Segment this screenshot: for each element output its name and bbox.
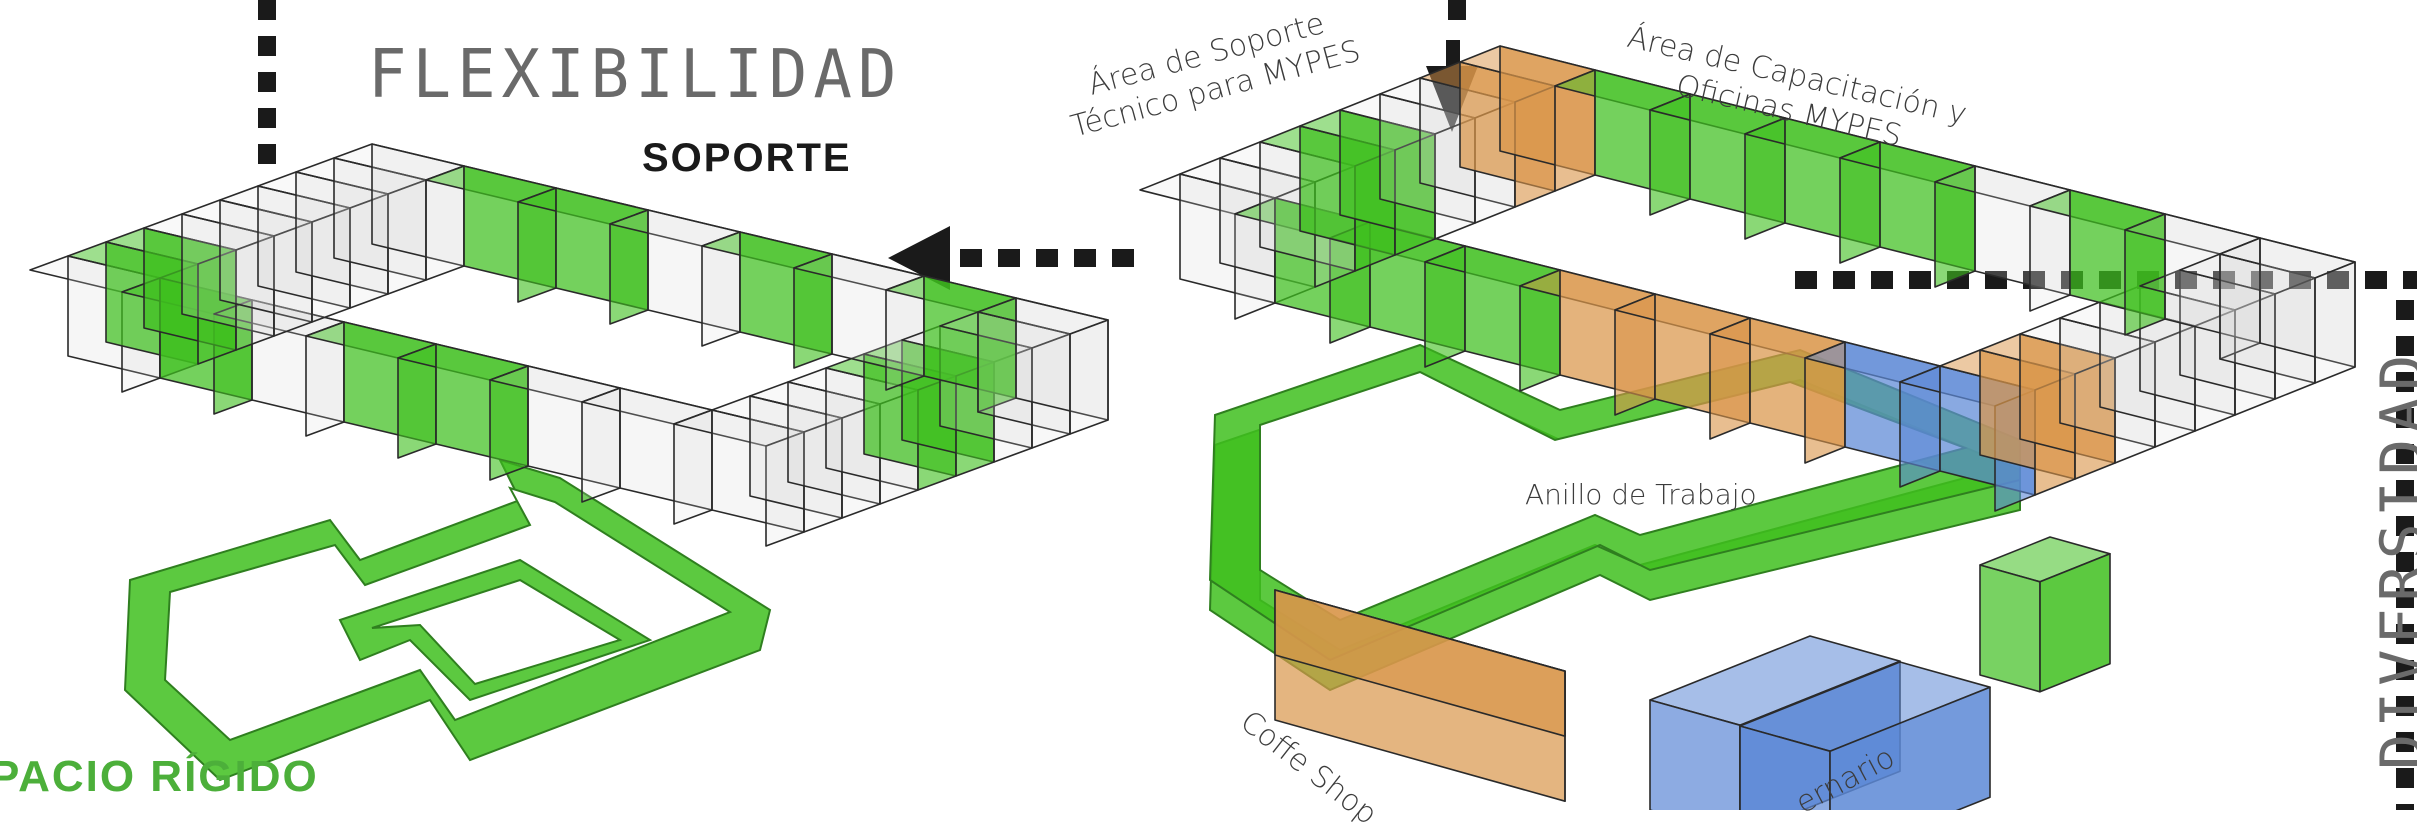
arrow-left-icon (888, 226, 950, 290)
rigid-slab (123, 458, 772, 782)
dash-segment (2403, 271, 2417, 289)
dash-segment (1448, 0, 1466, 20)
dash-segment (2396, 408, 2414, 428)
dash-segment (258, 0, 276, 20)
dash-segment (2396, 768, 2414, 788)
dash-segment (998, 249, 1020, 267)
dash-segment (2251, 271, 2273, 289)
dash-segment (2396, 696, 2414, 716)
cowork-box-left-front (1649, 699, 1741, 832)
dash-segment (2396, 732, 2414, 752)
dash-segment (1036, 249, 1058, 267)
program-boxes (1274, 536, 2111, 832)
arrow-shaft (1446, 40, 1460, 70)
dash-segment (2365, 271, 2387, 289)
dash-segment (2396, 480, 2414, 500)
dash-segment (1833, 271, 1855, 289)
espacio-rigido-title: PACIO RÍGIDO (0, 752, 319, 801)
dash-segment (258, 72, 276, 92)
cowork-box-right-front (1739, 725, 1831, 832)
cell-side (2314, 261, 2356, 384)
flexibilidad-title: FLEXIBILIDAD (368, 36, 903, 114)
dash-segment (258, 36, 276, 56)
green-box-front (1979, 564, 2041, 693)
support-ring (29, 143, 1109, 547)
dash-segment (2396, 300, 2414, 320)
green-box-side (2039, 552, 2111, 693)
dash-segment (2396, 552, 2414, 572)
dash-segment (2396, 372, 2414, 392)
soporte-title: SOPORTE (642, 136, 852, 180)
dash-segment (258, 108, 276, 128)
dash-segment (2396, 444, 2414, 464)
dash-segment (2396, 624, 2414, 644)
dash-segment (1074, 249, 1096, 267)
dash-segment (1795, 271, 1817, 289)
diagram-art (29, 0, 2417, 832)
dash-segment (258, 144, 276, 164)
rigid-slab-hole (371, 578, 623, 686)
dash-segment (2396, 588, 2414, 608)
dash-segment (2396, 804, 2414, 824)
dash-segment (1871, 271, 1893, 289)
work-slab-upper-inner (1259, 370, 1969, 622)
dash-segment (2213, 271, 2235, 289)
dash-segment (1112, 249, 1134, 267)
training-ring (1139, 45, 2356, 512)
dash-segment (960, 249, 982, 267)
anillo-label: Anillo de Trabajo (1525, 478, 1757, 511)
dash-segment (2396, 516, 2414, 536)
dash-segment (1909, 271, 1931, 289)
diversidad-title: DIVERSIDAD (2368, 348, 2417, 770)
dash-segment (2396, 660, 2414, 680)
dash-segment (2396, 336, 2414, 356)
cell-side (1069, 319, 1109, 435)
dash-segment (2327, 271, 2349, 289)
